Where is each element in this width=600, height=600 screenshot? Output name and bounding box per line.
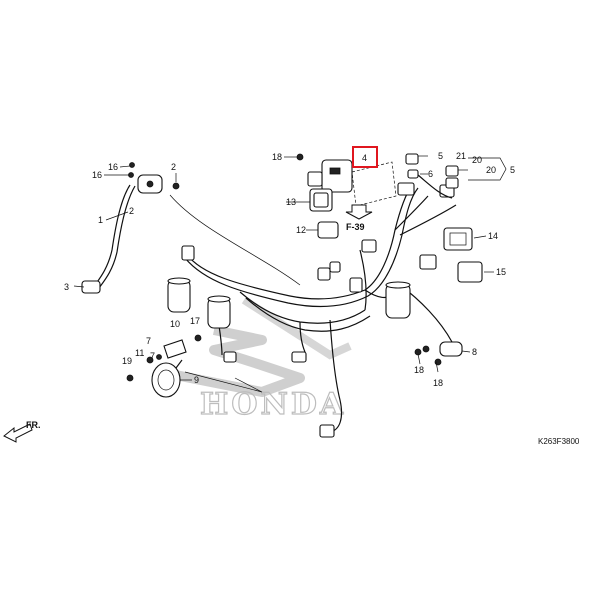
relay-part-4 <box>307 159 397 207</box>
callout-15: 15 <box>496 267 506 277</box>
reference-label: F-39 <box>346 222 365 232</box>
callout-5-a: 5 <box>438 151 443 161</box>
cylinder-component-right <box>385 281 411 319</box>
sensor-part-8 <box>422 341 463 357</box>
callout-4: 4 <box>362 153 367 163</box>
callout-14: 14 <box>488 231 498 241</box>
relay-part-13 <box>309 188 333 212</box>
cylinder-component-left <box>167 277 191 313</box>
front-label: FR. <box>26 420 41 430</box>
callout-17: 17 <box>190 316 200 326</box>
callout-13: 13 <box>286 197 296 207</box>
callout-11: 11 <box>135 348 144 358</box>
bracket-part-10 <box>163 339 187 359</box>
callout-2-b: 2 <box>129 206 134 216</box>
callout-20-b: 20 <box>486 165 496 175</box>
highlight-box-part-4 <box>352 146 378 168</box>
leader-lines <box>73 155 507 381</box>
callout-5-b: 5 <box>510 165 515 175</box>
callout-8: 8 <box>472 347 477 357</box>
callout-1: 1 <box>98 215 103 225</box>
callout-7-b: 7 <box>150 351 155 361</box>
callout-18-a: 18 <box>272 152 282 162</box>
callout-10: 10 <box>170 319 180 329</box>
callout-3: 3 <box>64 282 69 292</box>
callout-18-b: 18 <box>414 365 424 375</box>
callout-16-b: 16 <box>92 170 102 180</box>
callout-12: 12 <box>296 225 306 235</box>
callout-9: 9 <box>194 375 199 385</box>
horn-part-9 <box>151 359 183 398</box>
callout-2-a: 2 <box>171 162 176 172</box>
honda-logo: HONDA <box>159 296 352 423</box>
cylinder-component-center <box>207 295 231 329</box>
spark-plug-cap-assembly <box>81 174 163 294</box>
harness-connectors <box>181 182 455 438</box>
relay-part-12 <box>317 221 339 239</box>
callout-19: 19 <box>122 356 132 366</box>
callout-numbers: 16 16 2 2 1 3 18 4 13 12 5 6 21 20 20 5 … <box>64 151 515 388</box>
front-direction-arrow: FR. <box>3 420 41 443</box>
callout-21: 21 <box>456 151 466 161</box>
callout-18-c: 18 <box>433 378 443 388</box>
connector-part-14 <box>443 227 473 251</box>
callout-6: 6 <box>428 169 433 179</box>
callout-16-a: 16 <box>108 162 118 172</box>
connector-cluster-upper-right <box>405 153 459 199</box>
connector-part-15 <box>457 261 483 283</box>
diagram-code: K263F3800 <box>538 437 580 446</box>
callout-7-a: 7 <box>146 336 151 346</box>
callout-20-a: 20 <box>472 155 482 165</box>
honda-logo-text: HONDA <box>200 387 346 422</box>
reference-f39: F-39 <box>345 204 373 232</box>
